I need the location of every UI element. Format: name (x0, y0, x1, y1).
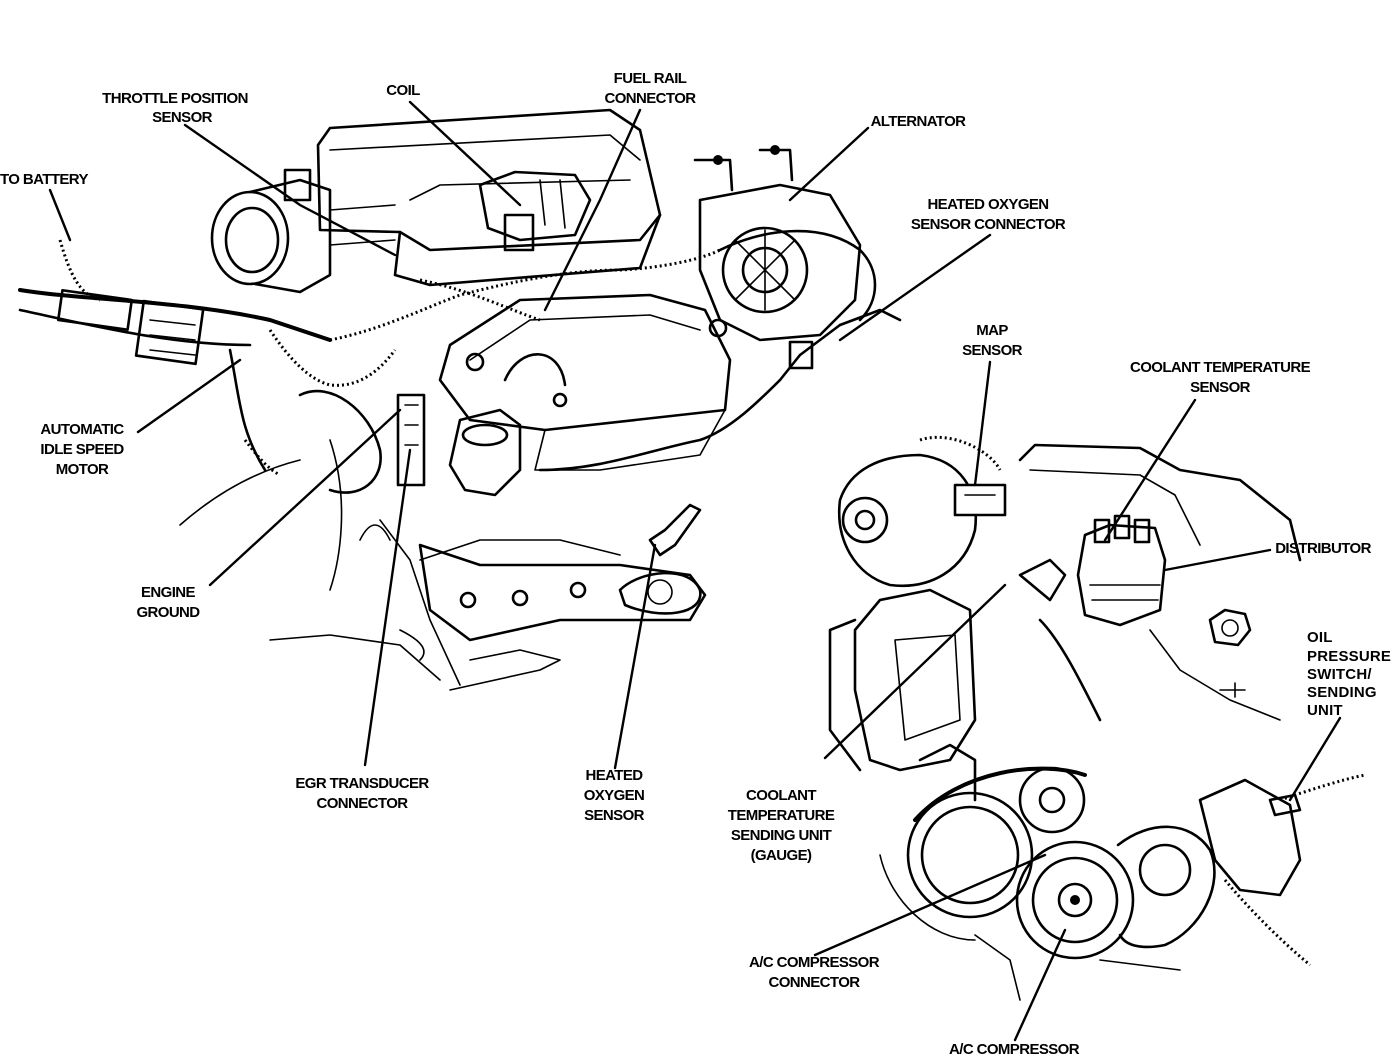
label-oil-pressure-switch: OIL PRESSURE SWITCH/ SENDING UNIT (1307, 629, 1391, 719)
label-line: SENDING UNIT (731, 827, 832, 844)
label-line: SENSOR (152, 109, 213, 126)
label-line: A/C COMPRESSOR (749, 954, 880, 971)
label-ac-compressor-connector: A/C COMPRESSOR CONNECTOR (749, 954, 880, 991)
label-line: SENSOR (584, 807, 645, 824)
label-automatic-idle-speed-motor: AUTOMATIC IDLE SPEED MOTOR (40, 421, 125, 478)
label-line: THROTTLE POSITION (102, 90, 248, 107)
label-line: HEATED (586, 767, 644, 784)
label-line: HEATED OXYGEN (927, 196, 1048, 213)
label-line: UNIT (1307, 702, 1343, 719)
label-heated-oxygen-sensor: HEATED OXYGEN SENSOR (584, 767, 646, 824)
label-line: COIL (386, 82, 420, 99)
label-line: SWITCH/ (1307, 666, 1372, 683)
label-line: TEMPERATURE (728, 807, 835, 824)
label-ac-compressor: A/C COMPRESSOR (949, 1041, 1080, 1058)
label-coolant-temperature-sending-unit: COOLANT TEMPERATURE SENDING UNIT (GAUGE) (728, 787, 836, 864)
label-line: A/C COMPRESSOR (949, 1041, 1080, 1056)
label-coolant-temperature-sensor: COOLANT TEMPERATURE SENSOR (1130, 359, 1311, 396)
label-to-battery: TO BATTERY (0, 171, 89, 188)
label-line: SENDING (1307, 684, 1377, 701)
label-engine-ground: ENGINE GROUND (136, 584, 200, 621)
engine-top-view-drawing (18, 108, 902, 691)
engine-front-view-drawing (828, 435, 1366, 1001)
label-line: SENSOR (1190, 379, 1251, 396)
label-line: MOTOR (56, 461, 109, 478)
label-line: EGR TRANSDUCER (295, 775, 429, 792)
label-alternator: ALTERNATOR (871, 113, 967, 130)
leader-lines (48, 100, 1342, 1042)
label-line: COOLANT (746, 787, 816, 804)
label-line: GROUND (136, 604, 200, 621)
label-line: FUEL RAIL (614, 70, 687, 87)
label-line: DISTRIBUTOR (1275, 540, 1371, 557)
label-line: MAP (976, 322, 1008, 339)
label-fuel-rail-connector: FUEL RAIL CONNECTOR (605, 70, 697, 107)
label-line: OIL (1307, 629, 1333, 646)
label-egr-transducer-connector: EGR TRANSDUCER CONNECTOR (295, 775, 430, 812)
label-line: OXYGEN (584, 787, 645, 804)
label-throttle-position-sensor: THROTTLE POSITION SENSOR (102, 90, 248, 126)
label-line: ALTERNATOR (871, 113, 967, 130)
label-line: ENGINE (141, 584, 196, 601)
label-line: PRESSURE (1307, 648, 1391, 665)
label-line: AUTOMATIC (40, 421, 124, 438)
label-line: COOLANT TEMPERATURE (1130, 359, 1311, 376)
label-map-sensor: MAP SENSOR (962, 322, 1023, 359)
label-line: SENSOR CONNECTOR (911, 216, 1066, 233)
label-line: CONNECTOR (317, 795, 409, 812)
label-line: CONNECTOR (605, 90, 697, 107)
label-line: CONNECTOR (769, 974, 861, 991)
label-distributor: DISTRIBUTOR (1275, 540, 1372, 557)
label-heated-oxygen-sensor-connector: HEATED OXYGEN SENSOR CONNECTOR (911, 196, 1067, 233)
label-line: IDLE SPEED (40, 441, 124, 458)
label-coil: COIL (386, 82, 420, 99)
label-line: TO BATTERY (0, 171, 88, 188)
label-line: SENSOR (962, 342, 1023, 359)
label-line: (GAUGE) (751, 847, 812, 864)
